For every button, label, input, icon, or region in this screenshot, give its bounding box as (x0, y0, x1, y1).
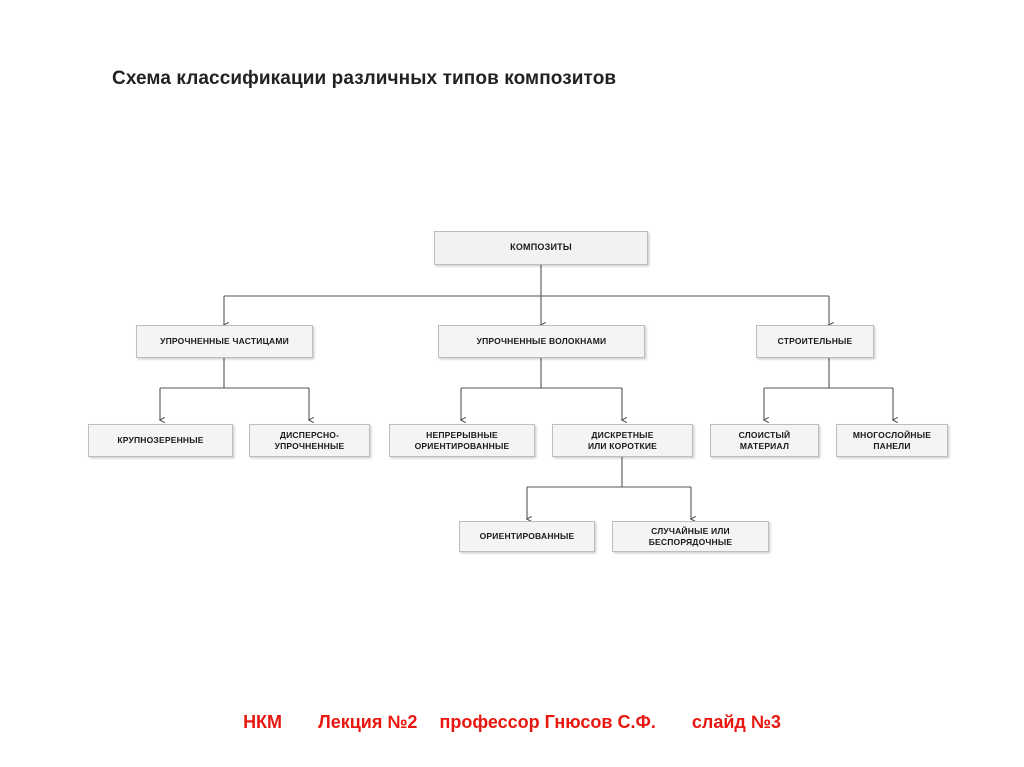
node-label: СТРОИТЕЛЬНЫЕ (777, 336, 853, 347)
node-sloistyi-material[interactable]: СЛОИСТЫЙ МАТЕРИАЛ (710, 424, 819, 457)
node-label: УПРОЧНЕННЫЕ ВОЛОКНАМИ (476, 336, 607, 347)
node-label: КРУПНОЗЕРЕННЫЕ (117, 435, 204, 446)
node-label-line1: СЛУЧАЙНЫЕ ИЛИ (651, 525, 730, 536)
node-label: КОМПОЗИТЫ (510, 242, 572, 253)
node-uprochnennye-chastitsami[interactable]: УПРОЧНЕННЫЕ ЧАСТИЦАМИ (136, 325, 313, 358)
node-krupnozerennye[interactable]: КРУПНОЗЕРЕННЫЕ (88, 424, 233, 457)
node-sluchainye-ili-besporyadochnye[interactable]: СЛУЧАЙНЫЕ ИЛИ БЕСПОРЯДОЧНЫЕ (612, 521, 769, 552)
node-label: УПРОЧНЕННЫЕ ЧАСТИЦАМИ (160, 336, 289, 347)
slide-footer: НКМ Лекция №2 профессор Гнюсов С.Ф. слай… (0, 712, 1024, 733)
node-kompozity[interactable]: КОМПОЗИТЫ (434, 231, 648, 265)
footer-lecture: Лекция №2 (318, 712, 418, 732)
node-diskretnye-ili-korotkie[interactable]: ДИСКРЕТНЫЕ ИЛИ КОРОТКИЕ (552, 424, 693, 457)
node-label-line2: УПРОЧНЕННЫЕ (274, 440, 345, 451)
node-nepreryvnye-orientirovannye[interactable]: НЕПРЕРЫВНЫЕ ОРИЕНТИРОВАННЫЕ (389, 424, 535, 457)
node-label-line1: НЕПРЕРЫВНЫЕ (426, 429, 498, 440)
node-orientirovannye[interactable]: ОРИЕНТИРОВАННЫЕ (459, 521, 595, 552)
node-label-line2: ОРИЕНТИРОВАННЫЕ (414, 440, 510, 451)
node-label-line2: ИЛИ КОРОТКИЕ (587, 440, 658, 451)
node-dispersno-uprochnennye[interactable]: ДИСПЕРСНО- УПРОЧНЕННЫЕ (249, 424, 370, 457)
node-label: ОРИЕНТИРОВАННЫЕ (479, 531, 575, 542)
node-label-line2: ПАНЕЛИ (873, 440, 911, 451)
node-label-line1: СЛОИСТЫЙ (738, 429, 791, 440)
node-label-line1: ДИСКРЕТНЫЕ (591, 429, 654, 440)
node-uprochnennye-voloknami[interactable]: УПРОЧНЕННЫЕ ВОЛОКНАМИ (438, 325, 645, 358)
node-stroitelnye[interactable]: СТРОИТЕЛЬНЫЕ (756, 325, 874, 358)
node-label-line1: МНОГОСЛОЙНЫЕ (852, 429, 932, 440)
footer-course: НКМ (243, 712, 283, 732)
node-label-line1: ДИСПЕРСНО- (279, 429, 340, 440)
footer-lecturer: профессор Гнюсов С.Ф. (439, 712, 656, 732)
footer-slide-number: слайд №3 (691, 712, 781, 732)
node-mnogosloinye-paneli[interactable]: МНОГОСЛОЙНЫЕ ПАНЕЛИ (836, 424, 948, 457)
page-title: Схема классификации различных типов комп… (112, 68, 617, 89)
node-label-line2: БЕСПОРЯДОЧНЫЕ (648, 536, 733, 547)
node-label-line2: МАТЕРИАЛ (739, 440, 790, 451)
